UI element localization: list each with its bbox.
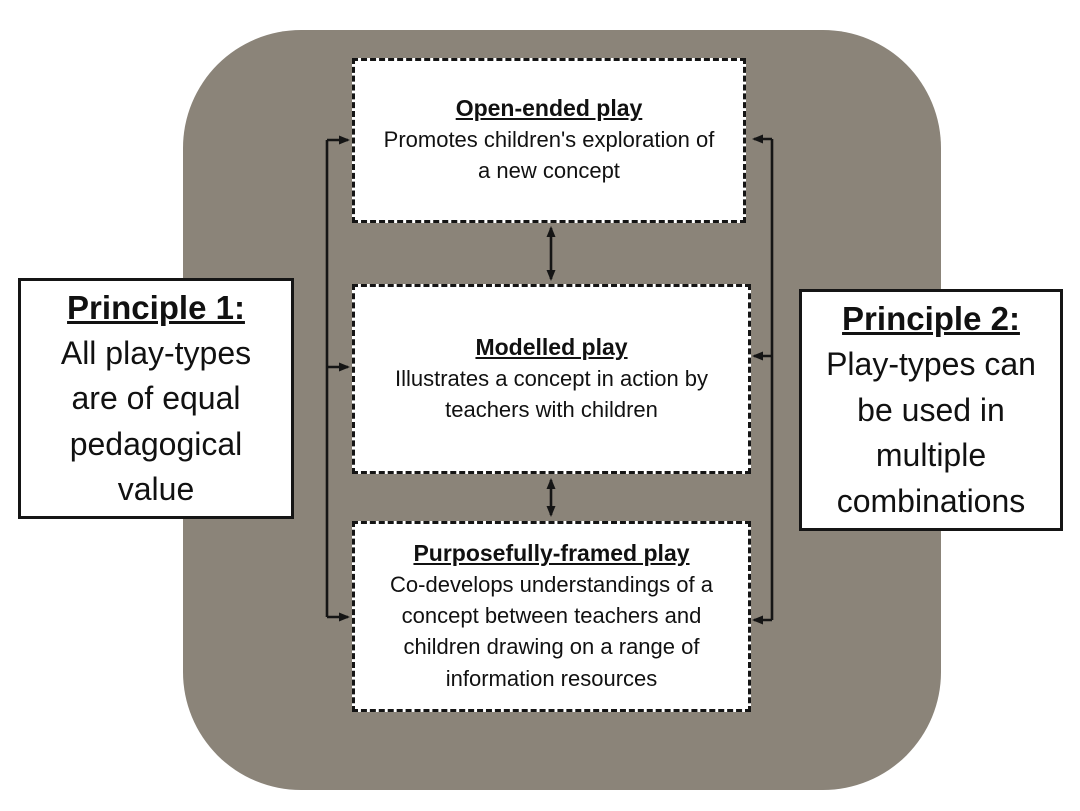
play-box-title: Open-ended play [455, 95, 643, 122]
play-box-description: Co-develops understandings of a concept … [390, 571, 713, 691]
principle-description: Play-types can be used in multiple combi… [826, 346, 1036, 519]
play-box-title: Modelled play [475, 333, 628, 360]
play-box-purposefully-framed: Purposefully-framed play Co-develops und… [352, 521, 751, 712]
principle-title: Principle 1: [67, 288, 245, 326]
principle-2-box: Principle 2: Play-types can be used in m… [799, 289, 1063, 531]
play-box-title: Purposefully-framed play [413, 540, 690, 567]
play-box-open-ended: Open-ended play Promotes children's expl… [352, 58, 746, 223]
principle-1-box: Principle 1: All play-types are of equal… [18, 278, 294, 519]
play-box-description: Illustrates a concept in action by teach… [394, 365, 709, 422]
play-box-modelled: Modelled play Illustrates a concept in a… [352, 284, 751, 474]
principle-description: All play-types are of equal pedagogical … [60, 334, 252, 508]
principle-title: Principle 2: [842, 300, 1020, 338]
play-box-description: Promotes children's exploration of a new… [383, 127, 715, 184]
